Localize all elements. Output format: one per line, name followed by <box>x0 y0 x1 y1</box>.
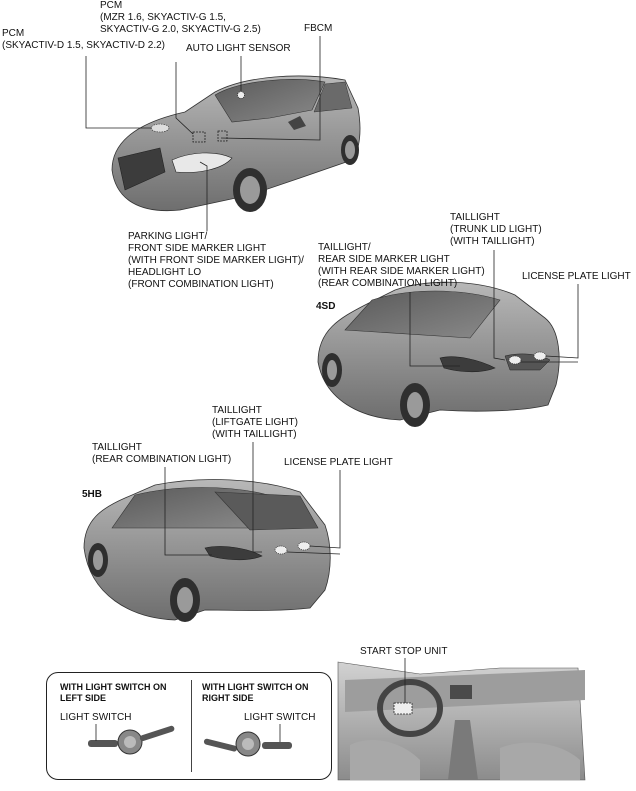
taillight-trunk-label: TAILLIGHT(TRUNK LID LIGHT)(WITH TAILLIGH… <box>450 212 542 247</box>
light-switch-right-icon <box>203 731 292 757</box>
taillight-rear-combination-label: TAILLIGHT(REAR COMBINATION LIGHT) <box>92 442 232 465</box>
sedan-4sd-illustration <box>317 281 560 427</box>
fbcm-label: FBCM <box>304 23 333 34</box>
pcm-left-label: PCM(SKYACTIV-D 1.5, SKYACTIV-D 2.2) <box>2 28 166 51</box>
start-stop-unit-label: START STOP UNIT <box>360 646 448 657</box>
light-switch-left-icon <box>88 725 175 755</box>
auto-light-sensor-label: AUTO LIGHT SENSOR <box>186 43 291 54</box>
interior-illustration <box>337 661 586 781</box>
light-switch-left-label: LIGHT SWITCH <box>60 712 132 723</box>
inset-divider <box>191 680 192 772</box>
pcm-top-label: PCM(MZR 1.6, SKYACTIV-G 1.5,SKYACTIV-G 2… <box>100 0 261 35</box>
light-switch-inset-box <box>46 672 332 780</box>
leader-lines <box>85 36 579 742</box>
license-plate-4sd-label: LICENSE PLATE LIGHT <box>522 271 631 282</box>
front-car-illustration <box>111 75 361 212</box>
license-plate-5hb-label: LICENSE PLATE LIGHT <box>284 457 393 468</box>
taillight-liftgate-label: TAILLIGHT(LIFTGATE LIGHT)(WITH TAILLIGHT… <box>212 405 298 440</box>
hatchback-5hb-illustration <box>83 479 331 622</box>
taillight-rear-marker-label: TAILLIGHT/REAR SIDE MARKER LIGHT(WITH RE… <box>318 242 485 289</box>
light-switch-right-label: LIGHT SWITCH <box>244 712 316 723</box>
parking-light-label: PARKING LIGHT/FRONT SIDE MARKER LIGHT(WI… <box>128 231 304 290</box>
badge-4sd: 4SD <box>316 301 336 312</box>
badge-5hb: 5HB <box>82 489 103 500</box>
